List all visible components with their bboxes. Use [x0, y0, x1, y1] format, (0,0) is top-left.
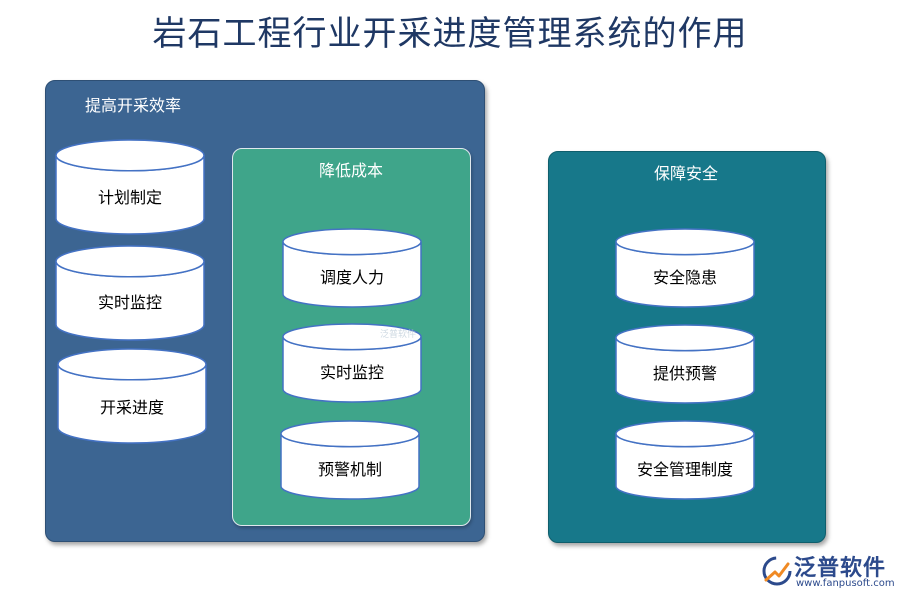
- cylinder-label-cost-realtime-monitoring: 实时监控: [319, 363, 384, 382]
- panel-label-ensure-safety: 保障安全: [654, 164, 719, 183]
- cylinder-label-mining-progress: 开采进度: [99, 398, 164, 417]
- cylinder-mining-progress: 开采进度: [57, 348, 207, 444]
- cylinder-safety-management-system: 安全管理制度: [615, 420, 755, 500]
- cylinder-label-plan-making: 计划制定: [97, 188, 162, 207]
- cylinder-warning-mechanism: 预警机制: [280, 420, 420, 500]
- center-watermark: 泛普软件: [380, 330, 417, 340]
- panel-label-improve-efficiency: 提高开采效率: [85, 96, 182, 115]
- brand-logo-icon: [762, 556, 792, 586]
- cylinder-plan-making: 计划制定: [55, 139, 205, 235]
- cylinder-label-safety-hazards: 安全隐患: [652, 268, 717, 287]
- cylinder-dispatch-labor: 调度人力: [282, 228, 422, 308]
- cylinder-label-provide-warning: 提供预警: [652, 364, 717, 383]
- cylinder-label-warning-mechanism: 预警机制: [317, 460, 382, 479]
- cylinder-cost-realtime-monitoring: 实时监控: [282, 323, 422, 403]
- cylinder-label-dispatch-labor: 调度人力: [319, 268, 384, 287]
- cylinder-label-safety-management-system: 安全管理制度: [636, 460, 733, 479]
- cylinder-provide-warning: 提供预警: [615, 324, 755, 404]
- cylinder-label-realtime-monitoring: 实时监控: [97, 293, 162, 312]
- brand-logo-name: 泛普软件: [794, 556, 887, 581]
- diagram-title: 岩石工程行业开采进度管理系统的作用: [152, 14, 748, 54]
- cylinder-realtime-monitoring: 实时监控: [55, 245, 205, 341]
- brand-logo-url: www.fanpusoft.com: [796, 578, 895, 589]
- panel-label-reduce-cost: 降低成本: [319, 161, 384, 180]
- cylinder-safety-hazards: 安全隐患: [615, 228, 755, 308]
- brand-logo[interactable]: 泛普软件 www.fanpusoft.com: [760, 552, 895, 594]
